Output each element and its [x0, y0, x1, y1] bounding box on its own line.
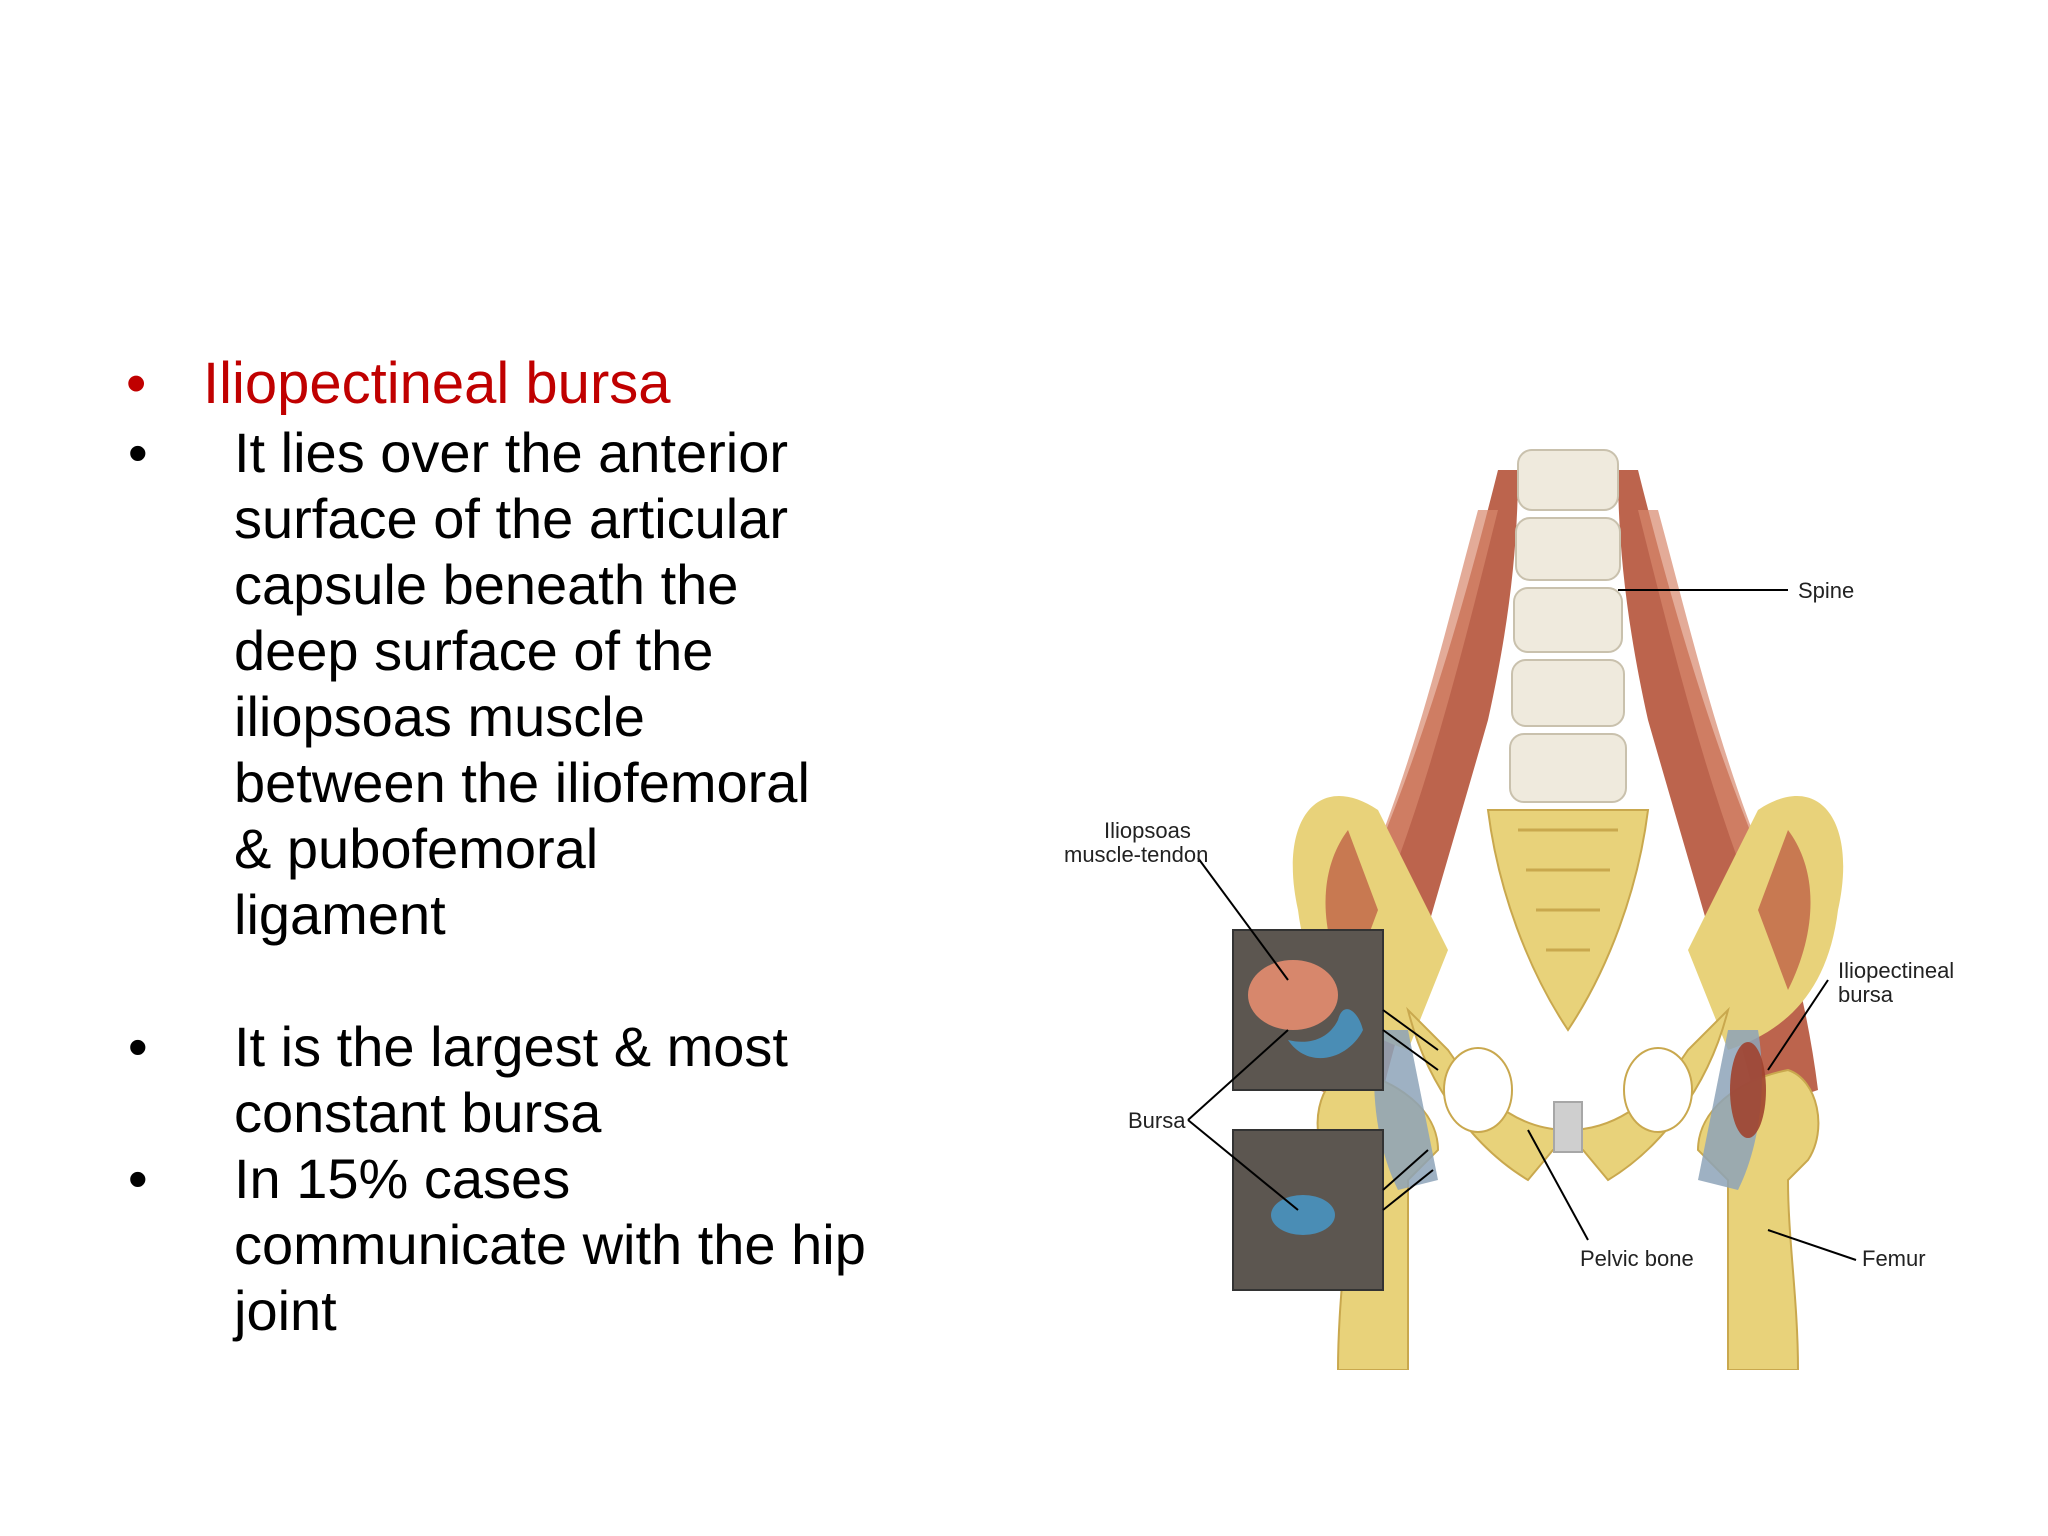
inset-upper [1232, 929, 1384, 1091]
slide-heading: • Iliopectineal bursa [120, 348, 1000, 420]
pelvis-diagram: Spine Iliopsoas muscle-tendon Bursa Ilio… [1048, 390, 1968, 1370]
bullet-symbol: • [128, 1147, 148, 1210]
bullet-line: joint [234, 1279, 337, 1342]
bullet-line: capsule beneath the [234, 553, 739, 616]
label-iliopsoas-line1: Iliopsoas [1104, 818, 1191, 843]
text-block: • Iliopectineal bursa • It lies over the… [120, 348, 1000, 1344]
bullet-line: between the iliofemoral [234, 751, 810, 814]
bullet-symbol: • [128, 421, 148, 484]
label-spine: Spine [1798, 578, 1854, 603]
left-iliopsoas-tendon [1374, 1030, 1438, 1190]
bullet-largest: • It is the largest & most constant burs… [120, 1014, 1000, 1146]
heading-bullet: • [126, 351, 147, 416]
bullet-line: It lies over the anterior [234, 421, 789, 484]
bullet-line: iliopsoas muscle [234, 685, 645, 748]
label-iliopsoas-line2: muscle-tendon [1064, 842, 1208, 867]
bullet-symbol: • [128, 1015, 148, 1078]
bullet-line: It is the largest & most [234, 1015, 788, 1078]
anatomy-illustration: Spine Iliopsoas muscle-tendon Bursa Ilio… [1048, 390, 1968, 1370]
bullet-communicate: • In 15% cases communicate with the hip … [120, 1146, 1000, 1344]
label-iliopectineal-line2: bursa [1838, 982, 1894, 1007]
bullet-line: & pubofemoral [234, 817, 599, 880]
bullet-line: surface of the articular [234, 487, 789, 550]
leader-lines [1187, 589, 1857, 1261]
label-iliopectineal-line1: Iliopectineal [1838, 958, 1954, 983]
bullet-location: • It lies over the anterior surface of t… [120, 420, 1000, 948]
sacrum [1486, 809, 1650, 1032]
label-bursa: Bursa [1128, 1108, 1186, 1133]
bullet-line: ligament [234, 883, 446, 946]
bullet-line: deep surface of the [234, 619, 714, 682]
heading-text: Iliopectineal bursa [203, 351, 671, 416]
right-iliac-wing [1688, 796, 1844, 1050]
label-pelvic-bone: Pelvic bone [1580, 1246, 1694, 1271]
bullet-line: In 15% cases [234, 1147, 571, 1210]
pelvic-bone [1406, 1006, 1730, 1182]
bullet-line: constant bursa [234, 1081, 602, 1144]
label-femur: Femur [1862, 1246, 1926, 1271]
inset-lower [1232, 1129, 1384, 1291]
bullet-line: communicate with the hip [234, 1213, 866, 1276]
spacer [120, 948, 1000, 1014]
right-iliopsoas-tendon [1698, 1030, 1766, 1190]
spine [1509, 449, 1627, 803]
